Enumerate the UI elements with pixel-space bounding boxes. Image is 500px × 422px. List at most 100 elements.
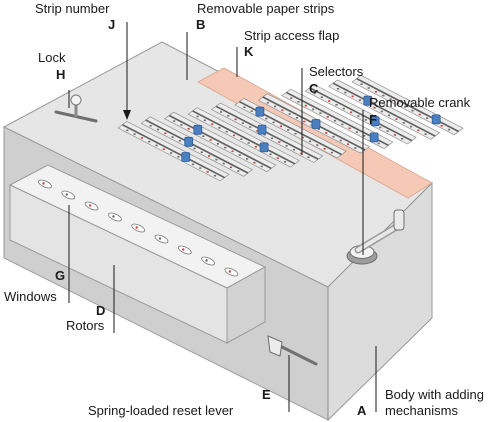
selector-knob[interactable] bbox=[369, 132, 379, 143]
strip-digit-mark bbox=[162, 148, 165, 150]
strip-digit-mark bbox=[325, 132, 328, 134]
label-b-letter: B bbox=[196, 17, 205, 32]
selector-knob[interactable] bbox=[255, 106, 265, 117]
panel-side bbox=[226, 266, 266, 344]
leader-lines bbox=[68, 22, 377, 412]
label-d-text: Rotors bbox=[66, 318, 105, 333]
lock[interactable] bbox=[54, 94, 98, 123]
strip-digit-mark bbox=[328, 100, 331, 102]
strip-digit-mark bbox=[401, 138, 404, 140]
label-k-letter: K bbox=[244, 44, 254, 59]
strip-digit-mark bbox=[287, 129, 290, 131]
strip-digit-mark bbox=[173, 120, 176, 122]
strip-digit-mark bbox=[303, 120, 306, 123]
strip-digit-mark bbox=[418, 113, 421, 116]
rotor-digit-mark bbox=[42, 182, 45, 185]
strip-digit-mark bbox=[269, 153, 272, 156]
strip-digit-mark bbox=[402, 122, 405, 124]
strip-digit-mark bbox=[373, 106, 376, 109]
callout-labels: Strip number J Removable paper strips B … bbox=[4, 1, 484, 418]
selector-knob[interactable] bbox=[259, 142, 269, 153]
label-f-text: Removable crank bbox=[369, 95, 471, 110]
strip-digit-mark bbox=[219, 111, 223, 113]
strip-digit-mark bbox=[317, 128, 320, 130]
strip-digit-mark bbox=[246, 158, 249, 160]
paper-strips bbox=[117, 74, 464, 182]
strip-digit-mark bbox=[231, 150, 234, 153]
strip-digit-mark bbox=[355, 131, 358, 133]
rotor-window bbox=[177, 245, 192, 255]
strip-digit-mark bbox=[386, 130, 389, 132]
strip-digit-mark bbox=[208, 155, 211, 157]
strip-digit-mark bbox=[247, 142, 250, 144]
strip-digit-mark bbox=[332, 135, 335, 138]
strip-digit-mark bbox=[364, 119, 367, 121]
strip-digit-mark bbox=[440, 125, 443, 127]
label-a-text: Body with adding bbox=[385, 387, 484, 402]
strip-digit-mark bbox=[266, 101, 269, 104]
strip-digit-mark bbox=[330, 151, 333, 154]
label-k-text: Strip access flap bbox=[244, 28, 339, 43]
reset-lever[interactable] bbox=[267, 335, 318, 366]
strip-digit-mark bbox=[348, 127, 351, 130]
strip-digit-mark bbox=[295, 117, 299, 119]
strip-digit-mark bbox=[149, 124, 152, 127]
strip-track bbox=[309, 87, 413, 142]
strip-digit-mark bbox=[279, 125, 282, 127]
strip-digit-mark bbox=[260, 165, 263, 168]
label-d-letter: D bbox=[96, 303, 105, 318]
strip-digit-mark bbox=[232, 134, 236, 137]
strip-digit-mark bbox=[281, 109, 284, 111]
strip-digit-mark bbox=[225, 130, 228, 133]
strip-digit-mark bbox=[284, 161, 287, 163]
strip-digit-mark bbox=[148, 140, 151, 143]
strip-track bbox=[145, 119, 249, 174]
strip-digit-mark bbox=[250, 110, 253, 112]
selector-knob[interactable] bbox=[193, 124, 203, 135]
strip-digit-mark bbox=[388, 114, 391, 117]
strip-digit-mark bbox=[272, 121, 275, 124]
selector-knob[interactable] bbox=[257, 124, 267, 135]
strip-digit-mark bbox=[170, 152, 173, 154]
label-h-letter: H bbox=[56, 67, 65, 82]
selector-knob[interactable] bbox=[370, 116, 380, 127]
strip-digit-mark bbox=[126, 129, 129, 132]
strip-digit-mark bbox=[274, 105, 277, 108]
strip-digit-mark bbox=[196, 115, 199, 118]
strip-digit-mark bbox=[396, 102, 399, 104]
label-c-text: Selectors bbox=[309, 64, 364, 79]
rotor-window bbox=[108, 212, 122, 222]
selector-knob[interactable] bbox=[431, 114, 441, 125]
strip-access-flap[interactable] bbox=[197, 67, 433, 199]
strip-digit-mark bbox=[227, 114, 230, 117]
strip-track bbox=[168, 114, 272, 170]
strip-digit-mark bbox=[215, 158, 218, 161]
strip-digit-mark bbox=[357, 115, 360, 117]
selector-knob[interactable] bbox=[184, 136, 194, 147]
strip-digit-mark bbox=[350, 111, 353, 114]
selector-knob[interactable] bbox=[181, 152, 191, 162]
strip-digit-mark bbox=[263, 133, 266, 136]
strip-digit-mark bbox=[276, 157, 279, 159]
strip-digit-mark bbox=[290, 97, 293, 99]
strip-digit-mark bbox=[316, 144, 319, 146]
strip-digit-mark bbox=[308, 140, 312, 143]
strip-digit-mark bbox=[241, 122, 244, 124]
selector-knob[interactable] bbox=[311, 119, 321, 129]
strip-digit-mark bbox=[426, 117, 429, 119]
strip-digit-mark bbox=[304, 104, 307, 107]
removable-crank[interactable] bbox=[346, 209, 405, 265]
rotor-window bbox=[224, 267, 239, 277]
strip-digit-mark bbox=[360, 83, 363, 85]
strip-digit-mark bbox=[133, 133, 136, 135]
strip-digit-mark bbox=[285, 145, 288, 147]
strip-digit-mark bbox=[344, 91, 347, 94]
rotor-digit-mark bbox=[182, 248, 185, 251]
strip-digit-mark bbox=[379, 126, 382, 129]
strip-digit-mark bbox=[238, 154, 241, 156]
selector-knob[interactable] bbox=[363, 95, 373, 106]
strip-digit-mark bbox=[193, 147, 196, 150]
strip-digit-mark bbox=[409, 125, 413, 128]
strip-digit-mark bbox=[180, 124, 183, 126]
rotor-digit-mark bbox=[228, 270, 232, 273]
